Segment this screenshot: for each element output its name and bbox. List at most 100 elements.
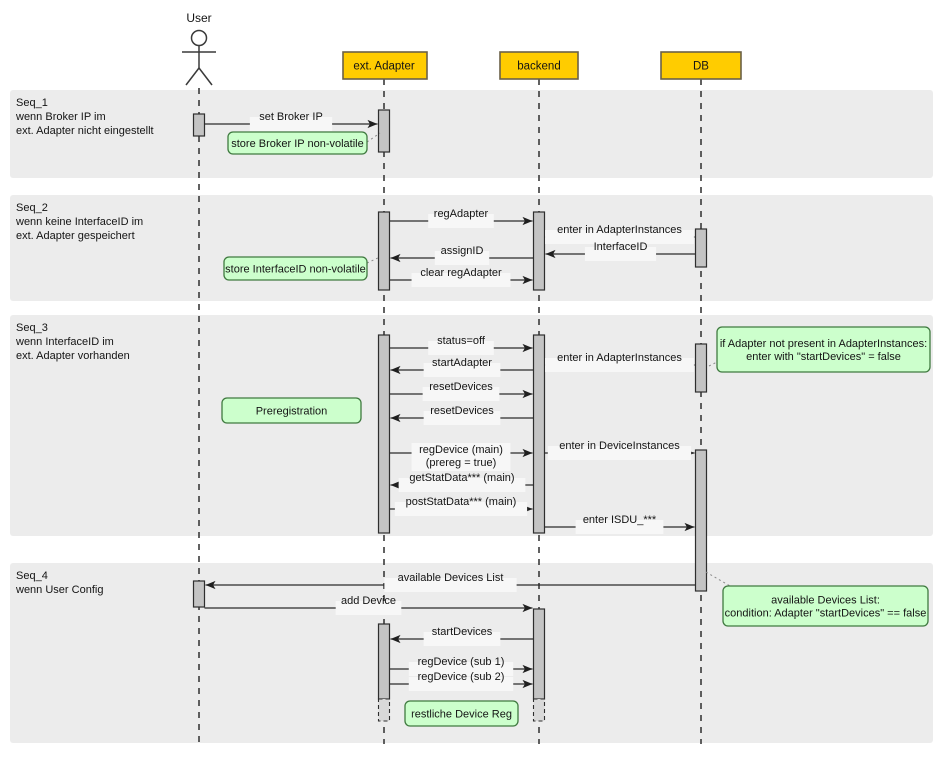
note-box [227, 131, 368, 155]
activation-act-backend-4 [532, 608, 546, 722]
message-label: regDevice (sub 1) [418, 656, 505, 668]
note-anchor-line [708, 361, 718, 367]
activation-bar [192, 113, 206, 137]
message-m13: enter in DeviceInstances [544, 440, 695, 460]
note-text-line: condition: Adapter "startDevices" == fal… [725, 608, 927, 620]
message-m19: startDevices [390, 626, 534, 646]
message-label-second-line: (prereg = true) [426, 457, 497, 469]
note-anchor-line [366, 256, 381, 264]
actor-label: User [186, 11, 211, 25]
message-label-background [249, 117, 333, 131]
message-label-background [428, 341, 494, 355]
message-label-background [411, 273, 511, 287]
message-m21: regDevice (sub 2) [389, 671, 533, 691]
activation-act-db-2 [694, 228, 708, 268]
participant-box[interactable] [660, 51, 742, 80]
note-note6: restliche Device Reg [404, 700, 519, 727]
band-title-line: ext. Adapter nicht eingestellt [16, 125, 154, 137]
activation-bar [694, 343, 708, 393]
message-label-background [575, 520, 664, 534]
message-label: enter in DeviceInstances [559, 440, 680, 452]
activation-act-adapter-2 [377, 211, 391, 291]
activation-bar [377, 623, 391, 700]
participant-layer: User ext. Adapter backend DB [182, 11, 742, 86]
message-label: getStatData*** (main) [409, 472, 514, 484]
message-m10: resetDevices [389, 381, 533, 401]
activation-act-adapter-1 [377, 109, 391, 153]
note-layer: store Broker IP non-volatile store Interf… [221, 131, 931, 727]
note-box [716, 326, 931, 373]
message-label-background [423, 632, 501, 646]
message-m12: regDevice (main)(prereg = true) [389, 443, 533, 471]
message-m11: resetDevices [390, 405, 534, 425]
participant-label: DB [693, 61, 709, 73]
message-label-background [394, 502, 528, 516]
message-m8: enter in AdapterInstances [544, 352, 695, 372]
message-label-background [335, 601, 402, 615]
message-label-background [423, 363, 501, 377]
message-label: add Device [341, 595, 396, 607]
note-text-line: store InterfaceID non-volatile [225, 264, 366, 276]
band-title-line: wenn User Config [15, 584, 103, 596]
message-label-background [408, 662, 514, 676]
message-label-background [545, 358, 694, 372]
message-label-background [398, 478, 526, 492]
message-label-background [434, 251, 490, 265]
participant-label: backend [517, 61, 560, 73]
message-label: enter in AdapterInstances [557, 352, 682, 364]
activation-bar [532, 608, 546, 700]
message-label: regDevice (sub 2) [418, 671, 505, 683]
band-title-line: wenn keine InterfaceID im [15, 216, 143, 228]
message-label-background [408, 677, 514, 691]
message-label-background [384, 578, 517, 592]
participant-box[interactable] [342, 51, 428, 80]
activation-bar-open-end [377, 698, 391, 722]
participant-backend[interactable]: backend [499, 51, 579, 80]
participant-box[interactable] [499, 51, 579, 80]
activation-act-user-4 [192, 580, 206, 608]
participant-user[interactable]: User [182, 11, 216, 86]
activation-bar [532, 334, 546, 534]
message-m4: InterfaceID [545, 241, 696, 261]
activation-layer [192, 109, 708, 722]
note-note2: store InterfaceID non-volatile [223, 256, 381, 281]
band-title-line: ext. Adapter vorhanden [16, 350, 130, 362]
note-text-line: enter with "startDevices" = false [746, 351, 901, 363]
activation-bar [377, 211, 391, 291]
message-label: InterfaceID [594, 241, 648, 253]
note-text-line: if Adapter not present in AdapterInstanc… [720, 338, 927, 350]
actor-leg-left-icon [185, 67, 200, 86]
note-note1: store Broker IP non-volatile [227, 131, 381, 155]
message-m16: enter ISDU_*** [544, 514, 695, 534]
message-label-background [545, 230, 694, 244]
note-box [404, 700, 519, 727]
message-m15: postStatData*** (main) [389, 496, 533, 516]
actor-head-icon [190, 29, 208, 47]
message-label: postStatData*** (main) [406, 496, 517, 508]
message-label: available Devices List [398, 572, 504, 584]
activation-act-db-3b [694, 449, 708, 592]
message-m17: available Devices List [205, 572, 696, 592]
message-m6: clear regAdapter [389, 267, 533, 287]
message-m7: status=off [389, 335, 533, 355]
activation-act-backend-2 [532, 211, 546, 291]
band-title-line: wenn InterfaceID im [15, 336, 114, 348]
message-label: startDevices [432, 626, 493, 638]
message-label: enter ISDU_*** [583, 514, 657, 526]
activation-bar [377, 334, 391, 534]
participant-adapter[interactable]: ext. Adapter [342, 51, 428, 80]
message-layer: set Broker IP regAdapter enter in AdapterI… [204, 111, 696, 691]
actor-leg-right-icon [198, 67, 213, 86]
note-box [221, 397, 362, 424]
participant-db[interactable]: DB [660, 51, 742, 80]
message-label: set Broker IP [259, 111, 323, 123]
activation-bar [377, 109, 391, 153]
message-label: regAdapter [434, 208, 489, 220]
note-box [722, 585, 929, 627]
note-box [223, 256, 368, 281]
band-background [10, 90, 933, 178]
note-note3: if Adapter not present in AdapterInstanc… [708, 326, 931, 373]
band-title-line: Seq_4 [16, 570, 48, 582]
note-text-line: available Devices List: [771, 595, 880, 607]
